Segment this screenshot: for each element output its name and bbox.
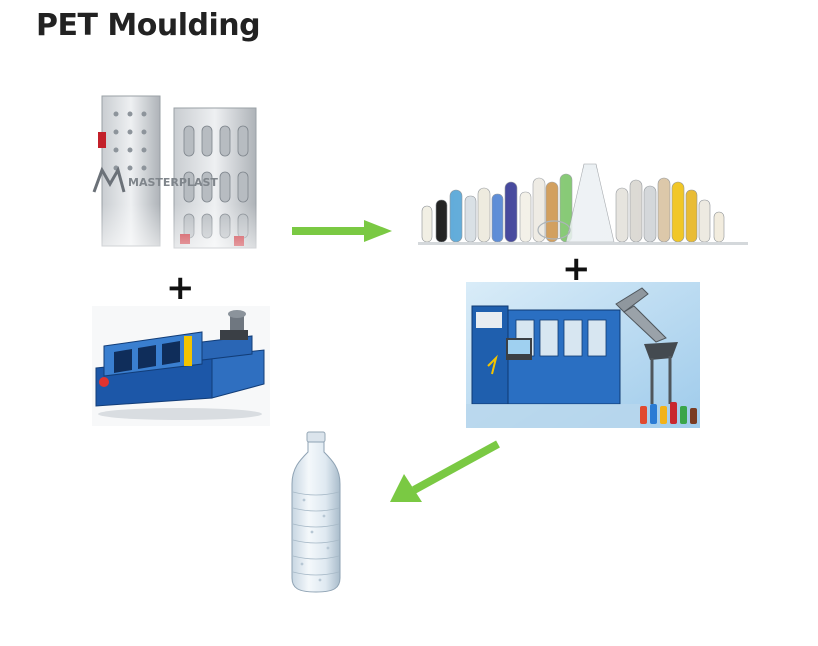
preform-mould-image: MASTERPLAST (84, 84, 274, 274)
pet-preforms-image (418, 160, 748, 250)
watermark-text: MASTERPLAST (128, 176, 218, 189)
plus-sign-left: + (166, 268, 195, 308)
page-title: PET Moulding (36, 8, 261, 43)
plus-sign-right: + (562, 249, 591, 289)
arrow-right-icon (292, 220, 392, 242)
blow-moulding-machine-image (466, 282, 700, 428)
arrow-down-left-icon (390, 440, 500, 502)
pet-bottle-image (284, 428, 348, 596)
injection-moulding-machine-image (92, 306, 270, 426)
